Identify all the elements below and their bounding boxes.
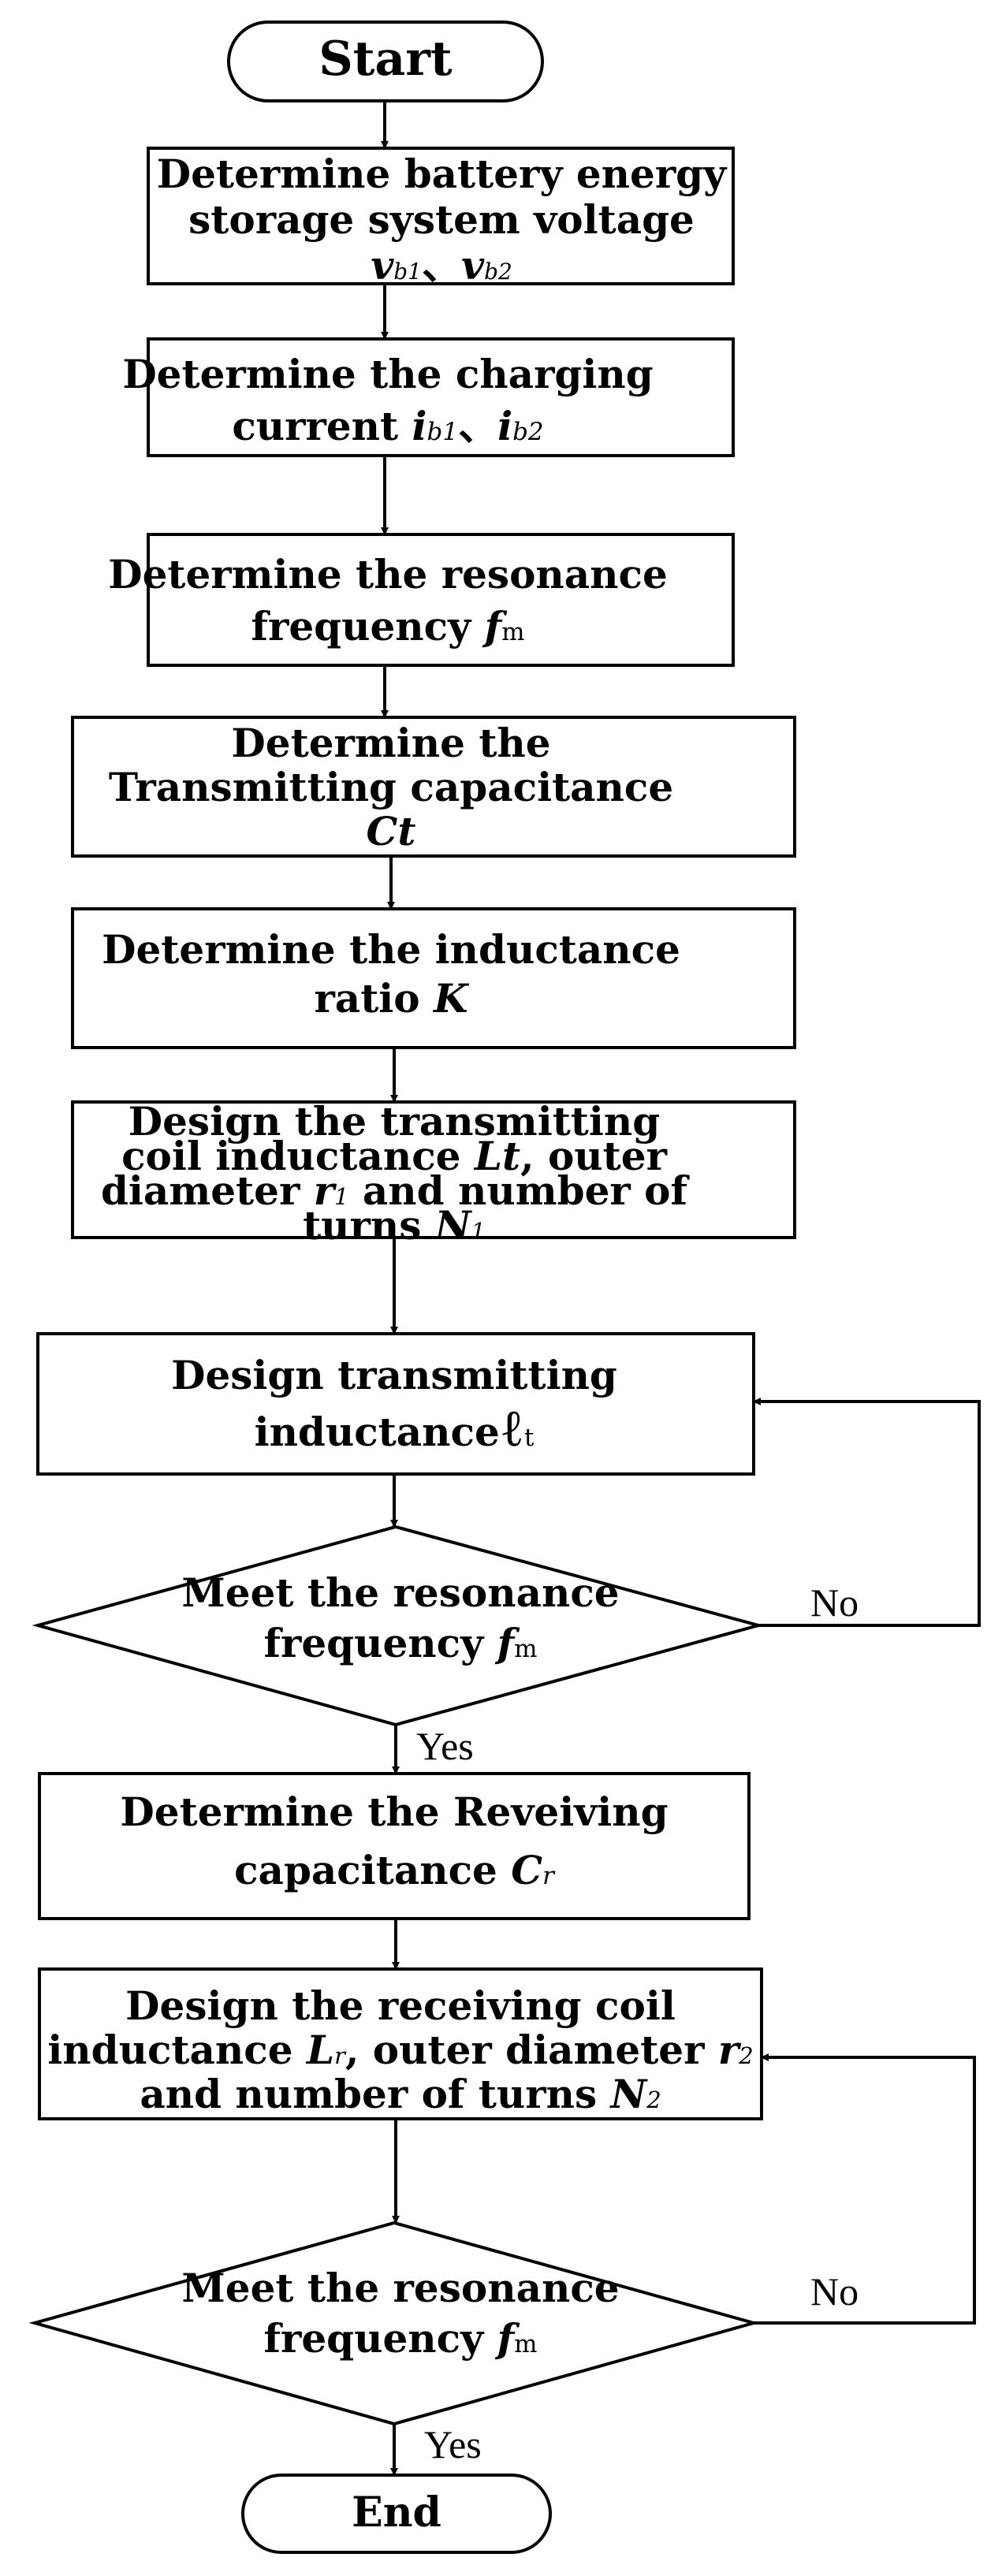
- d1-yes-label: Yes: [416, 1724, 474, 1768]
- n9-line-3: and number of turns N2: [140, 2071, 661, 2117]
- n7-line-2: inductanceℓt: [255, 1399, 535, 1458]
- n1-line-2: storage system voltage: [188, 196, 695, 243]
- step-receiving-capacitance: [38, 1772, 751, 1920]
- n8-line-2: capacitance Cr: [234, 1847, 556, 1893]
- step-transmitting-inductance: [36, 1332, 755, 1476]
- end-label: End: [352, 2489, 441, 2537]
- n3-line-2: frequency fm: [251, 603, 525, 650]
- step-charging-current: [147, 337, 735, 457]
- n3-line-1: Determine the resonance: [108, 551, 668, 597]
- step-transmitting-coil: [71, 1100, 796, 1239]
- d1-line-1: Meet the resonance: [181, 1569, 619, 1616]
- n8-label: Determine the Reveiving capacitance Cr: [120, 1789, 668, 1893]
- n3-label: Determine the resonance frequency fm: [108, 551, 668, 650]
- start-label: Start: [318, 32, 453, 87]
- n9-line-2: inductance Lr, outer diameter r2: [47, 2027, 753, 2073]
- step-battery-voltage: [147, 147, 735, 285]
- n4-line-3: Ct: [367, 808, 416, 854]
- arrow-d1-no-loop: [753, 1398, 981, 1627]
- n6-line-2: coil inductance Lt, outer: [121, 1133, 668, 1179]
- d2-line-2: frequency fm: [264, 2315, 538, 2362]
- n9-line-1: Design the receiving coil: [125, 1982, 676, 2029]
- step-resonance-frequency: [147, 533, 735, 667]
- n5-line-2: ratio K: [314, 975, 470, 1022]
- d2-line-1: Meet the resonance: [181, 2265, 619, 2311]
- n4-line-2: Transmitting capacitance: [109, 764, 673, 810]
- d2-no-label: No: [810, 2269, 859, 2314]
- n7-line-1: Design transmitting: [171, 1352, 617, 1398]
- n2-label: Determine the charging current ib1、ib2: [122, 351, 653, 449]
- step-inductance-ratio: [71, 907, 796, 1049]
- arrow-d2-no-loop: [754, 2053, 976, 2325]
- n1-line-1: Determine battery energy: [157, 151, 728, 197]
- d1-line-2: frequency fm: [264, 1620, 538, 1666]
- n6-line-1: Design the transmitting: [129, 1098, 660, 1145]
- n1-line-3: vb1、vb2: [371, 242, 512, 288]
- n5-line-1: Determine the inductance: [102, 926, 680, 973]
- n4-line-1: Determine the: [231, 720, 550, 766]
- n2-line-2: current ib1、ib2: [232, 403, 543, 449]
- step-receiving-coil: [38, 1967, 763, 2120]
- n8-line-1: Determine the Reveiving: [120, 1789, 668, 1835]
- d1-no-label: No: [810, 1580, 859, 1625]
- d2-yes-label: Yes: [424, 2422, 482, 2466]
- n2-line-1: Determine the charging: [122, 351, 653, 397]
- step-transmitting-capacitance: [71, 716, 796, 858]
- n6-line-3: diameter r1 and number of: [101, 1167, 691, 1214]
- n6-line-4: turns N1: [303, 1202, 486, 1249]
